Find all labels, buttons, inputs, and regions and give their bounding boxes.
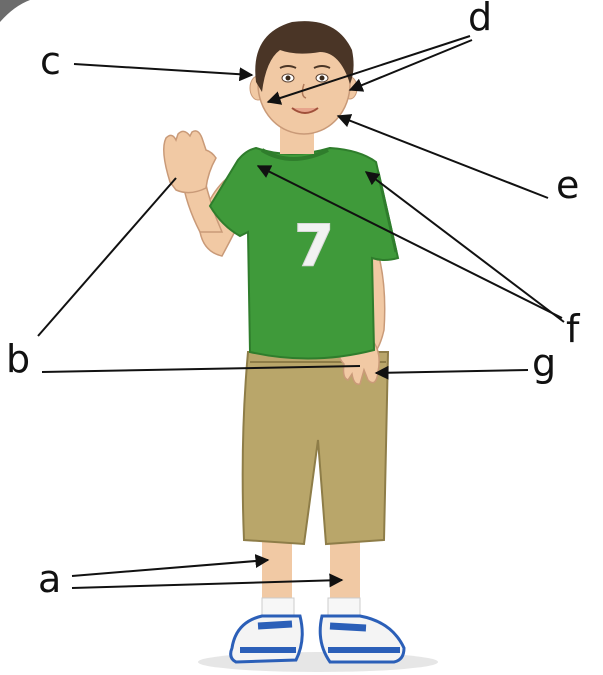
corner-decoration <box>0 0 30 22</box>
mouth <box>291 107 319 114</box>
pointer-c <box>73 63 254 82</box>
shoes <box>229 614 406 664</box>
label-f: f <box>566 307 581 351</box>
pointer-a-2 <box>71 573 344 589</box>
nose <box>301 83 307 99</box>
boy-illustration: 7 <box>163 21 438 672</box>
label-d: d <box>468 0 492 39</box>
label-e: e <box>556 163 579 207</box>
hair <box>255 21 354 93</box>
shirt-number: 7 <box>294 212 334 280</box>
pointer-lines <box>37 35 565 589</box>
pointer-a-1 <box>71 554 270 577</box>
pointer-b-2 <box>41 365 361 373</box>
pointer-d-2 <box>348 39 473 92</box>
shorts <box>241 351 390 546</box>
t-shirt <box>208 146 400 360</box>
label-c: c <box>40 39 61 83</box>
waving-hand <box>163 130 217 194</box>
label-g: g <box>532 341 556 385</box>
letter-labels: c d e f b g a <box>6 0 581 601</box>
pointer-d-1 <box>266 35 471 105</box>
pointer-b-1 <box>37 177 177 337</box>
pointer-g <box>374 365 529 380</box>
eyes <box>279 65 331 83</box>
pointer-f-1 <box>256 165 563 319</box>
label-b: b <box>6 337 30 381</box>
pointer-e <box>336 114 549 199</box>
pointer-f-2 <box>364 171 565 323</box>
label-a: a <box>38 557 61 601</box>
